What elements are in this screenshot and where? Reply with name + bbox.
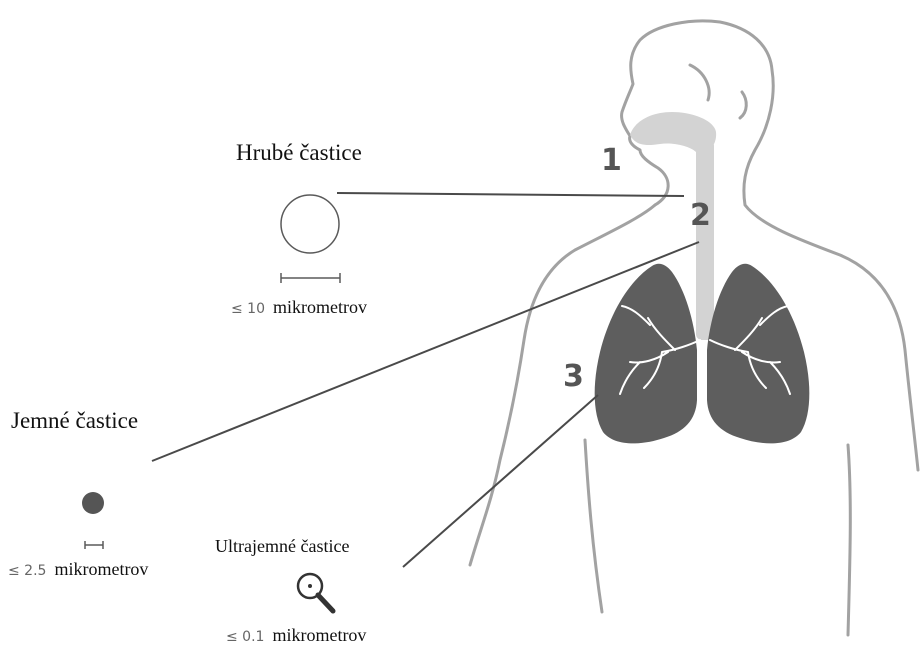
coarse-connector-line xyxy=(337,193,684,196)
coarse-particles-title: Hrubé častice xyxy=(236,140,362,165)
coarse-particles-group: Hrubé častice ≤ 10 mikrometrov xyxy=(231,140,367,317)
ear-outline xyxy=(690,65,746,118)
coarse-particle-circle xyxy=(281,195,339,253)
fine-particles-title: Jemné častice xyxy=(11,408,138,433)
right-arm-inner-outline xyxy=(848,445,850,635)
marker-3: 3 xyxy=(563,359,584,394)
right-lung xyxy=(707,264,809,444)
coarse-scale-bar xyxy=(281,273,340,283)
ultrafine-particles-title: Ultrajemné častice xyxy=(215,536,349,556)
ultrafine-particles-group: Ultrajemné častice ≤ 0.1 mikrometrov xyxy=(215,536,366,645)
marker-1: 1 xyxy=(601,143,622,178)
coarse-size-label: ≤ 10 mikrometrov xyxy=(231,297,367,317)
marker-2: 2 xyxy=(690,198,711,233)
fine-particles-group: Jemné častice ≤ 2.5 mikrometrov xyxy=(8,408,148,579)
trachea xyxy=(696,140,714,340)
left-arm-inner-outline xyxy=(585,440,602,612)
fine-size-label: ≤ 2.5 mikrometrov xyxy=(8,559,148,579)
fine-scale-bar xyxy=(85,541,103,549)
magnifier-icon xyxy=(298,574,333,611)
fine-particle-dot xyxy=(82,492,104,514)
left-lung xyxy=(595,264,697,444)
ultrafine-size-label: ≤ 0.1 mikrometrov xyxy=(226,625,366,645)
body-silhouette xyxy=(470,21,918,635)
ultrafine-connector-line xyxy=(403,395,598,567)
